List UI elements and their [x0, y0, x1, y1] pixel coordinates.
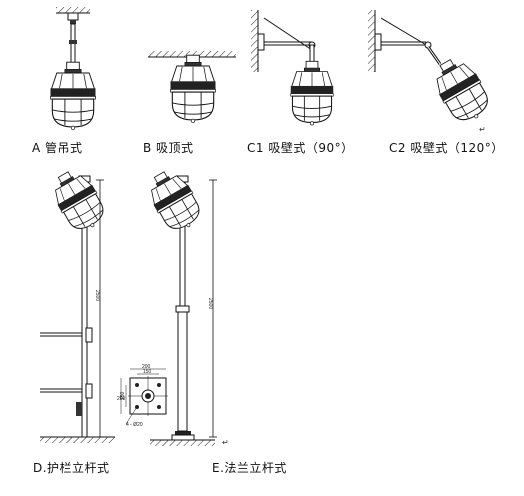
- lamp-c2-wall-120: ↵: [368, 10, 496, 134]
- flange-width-outer: 200: [142, 364, 151, 370]
- flange-width-inner: 150: [143, 369, 152, 375]
- lamp-c1-wall-90: [251, 10, 334, 126]
- lamp-e-flange-pole: 2500 ↵: [141, 164, 229, 447]
- lamp-a-pipe-hanging: [49, 7, 97, 131]
- lamp-b-ceiling-mount: [148, 51, 236, 124]
- flange-hole-spec: 4 - Ø20: [126, 422, 143, 428]
- dimension-d-height: 2500: [94, 290, 100, 301]
- return-mark: ↵: [479, 125, 486, 134]
- caption-d: D.护栏立杆式: [33, 461, 110, 475]
- caption-c1: C1 吸壁式（90°）: [247, 141, 354, 155]
- return-mark: ↵: [222, 438, 229, 447]
- flange-height-outer: 200: [117, 396, 126, 402]
- bolt-hole: [135, 383, 139, 387]
- bolt-hole: [157, 405, 161, 409]
- lamp-d-guardrail-pole: 2500: [40, 164, 115, 443]
- bolt-hole: [157, 383, 161, 387]
- dimension-e-height: 2500: [207, 298, 213, 309]
- flange-height-inner: 150: [120, 391, 126, 400]
- caption-e: E.法兰立杆式: [212, 461, 287, 475]
- caption-c2: C2 吸壁式（120°）: [389, 141, 504, 155]
- flange-plate-detail: 200 150 200 150 4 - Ø20: [117, 364, 168, 428]
- caption-a: A 管吊式: [32, 141, 83, 155]
- caption-b: B 吸顶式: [143, 141, 194, 155]
